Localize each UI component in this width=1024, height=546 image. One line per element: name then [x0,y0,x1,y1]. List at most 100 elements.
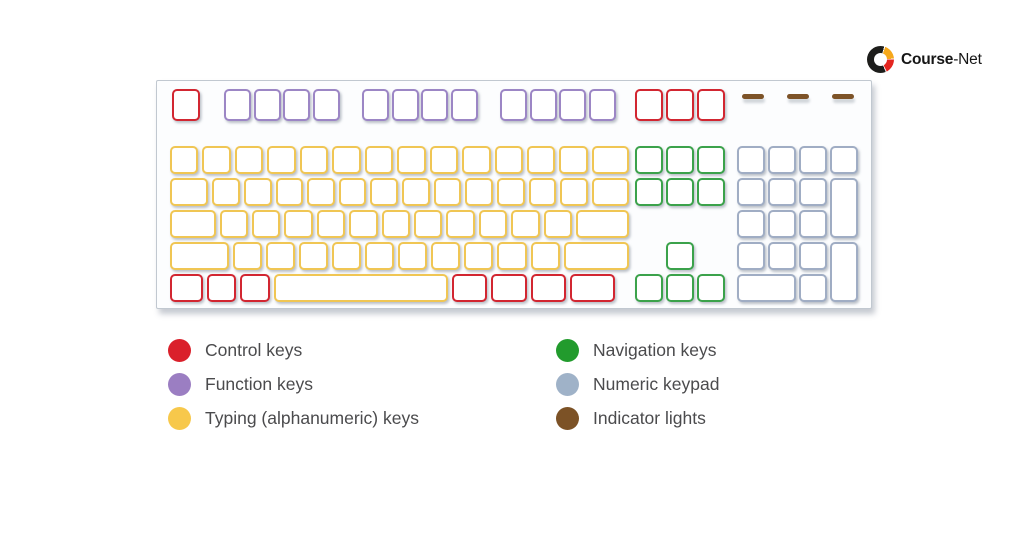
function-key [391,89,419,121]
spacebar [274,274,448,302]
nav-key [635,146,663,174]
typing-key [233,242,263,270]
typing-key [332,146,361,174]
numpad-key [799,178,827,206]
typing-key [398,242,428,270]
bottom-row [170,274,615,302]
legend-label-function: Function keys [205,373,313,394]
typing-key [275,178,304,206]
legend-label-indicator: Indicator lights [593,407,706,428]
typing-key [497,242,527,270]
function-key [559,89,586,121]
esc-key [172,89,200,121]
typing-key [299,146,329,174]
numpad-key [768,178,796,206]
legend-item-typing: Typing (alphanumeric) keys [168,401,419,435]
control-key [240,274,270,302]
function-key [588,89,616,121]
legend-item-control: Control keys [168,333,419,367]
numpad-key [768,242,796,270]
typing-key [170,178,209,206]
legend-label-control: Control keys [205,339,303,360]
legend-item-navigation: Navigation keys [556,333,719,367]
control-key [569,274,615,302]
typing-key [299,242,329,270]
legend-label-navigation: Navigation keys [593,339,717,360]
numpad-key [768,210,796,238]
course-net-logo-text: Course-Net [901,51,982,69]
typing-key [478,210,508,238]
typing-key [591,178,630,206]
control-key [530,274,566,302]
numpad-key [799,242,827,270]
function-key-group [362,89,478,121]
typing-key [307,178,335,206]
legend-swatch-typing [168,406,191,430]
typing-key [212,178,240,206]
typing-key [414,210,443,238]
typing-key [433,178,462,206]
numpad-key [737,274,796,302]
typing-key [364,146,394,174]
indicator-light [787,94,809,99]
function-key [312,89,340,121]
typing-key [170,146,199,174]
typing-key [267,146,296,174]
legend-swatch-function [168,372,191,396]
system-key [666,89,694,121]
numpad-key [768,146,796,174]
function-key [529,89,557,121]
legend-label-typing: Typing (alphanumeric) keys [205,407,419,428]
legend-swatch-navigation [556,338,579,362]
control-key [170,274,204,302]
typing-key [234,146,264,174]
system-key [635,89,663,121]
numpad-key [830,242,858,302]
typing-key [402,178,430,206]
numpad-key [799,146,827,174]
typing-key [284,210,313,238]
nav-key [666,178,694,206]
typing-key [530,242,560,270]
function-key [253,89,281,121]
typing-key [462,146,491,174]
function-key [421,89,448,121]
system-key [697,89,725,121]
function-key [283,89,310,121]
typing-key [526,146,556,174]
arrow-down-key [666,274,694,302]
typing-key [381,210,411,238]
logo-text-bold: Course [901,50,954,68]
indicator-light [832,94,854,99]
typing-key [431,242,461,270]
numpad-key [737,178,765,206]
numpad-key [799,210,827,238]
typing-key [543,210,573,238]
typing-key [559,146,588,174]
course-net-logo: Course-Net [867,46,982,73]
control-key [491,274,527,302]
typing-key [349,210,378,238]
arrow-left-key [635,274,663,302]
typing-key [266,242,296,270]
home-row [170,210,629,238]
typing-key [397,146,426,174]
typing-key [511,210,540,238]
legend-swatch-control [168,338,191,362]
typing-key [170,210,216,238]
numpad-key [799,274,827,302]
function-key [500,89,527,121]
typing-key [370,178,399,206]
typing-key [494,146,523,174]
function-key-group [224,89,340,121]
arrow-right-key [697,274,725,302]
legend-item-function: Function keys [168,367,419,401]
typing-key [202,146,231,174]
typing-key [332,242,362,270]
arrow-up-key [666,242,694,270]
typing-key [497,178,525,206]
numpad-key [737,242,765,270]
nav-key [697,178,725,206]
function-key [362,89,389,121]
